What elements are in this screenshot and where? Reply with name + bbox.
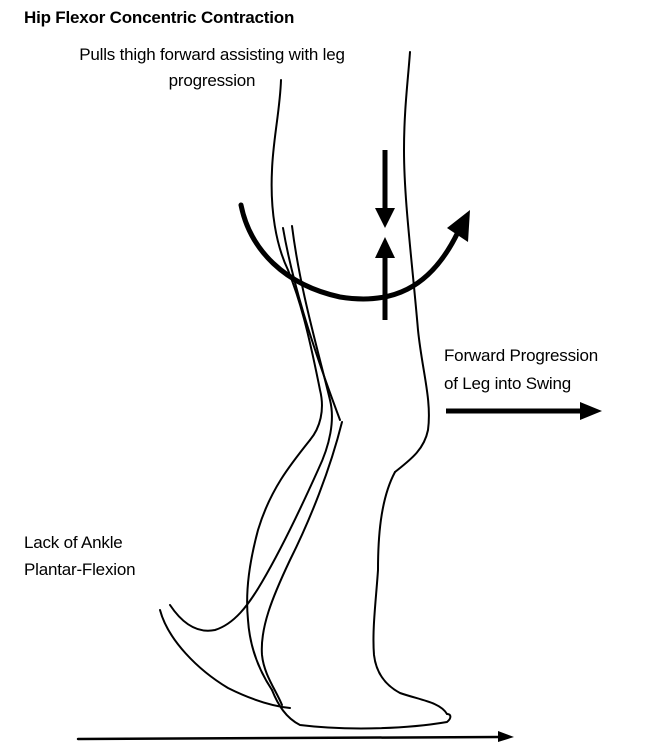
ankle-plantar-flexion-label: Lack of Ankle Plantar-Flexion (24, 529, 135, 583)
forward-progression-label: Forward Progression of Leg into Swing (444, 342, 598, 398)
arrow-right-icon (446, 402, 602, 420)
forward-label-line-1: Forward Progression (444, 342, 598, 370)
ankle-label-line-1: Lack of Ankle (24, 529, 135, 556)
rear-leg-outline (160, 226, 342, 708)
ankle-label-line-2: Plantar-Flexion (24, 556, 135, 583)
curved-arrow-icon (241, 205, 470, 299)
ground-arrow-icon (498, 731, 514, 742)
front-leg-outline (247, 52, 450, 728)
ground-line (78, 737, 500, 739)
forward-label-line-2: of Leg into Swing (444, 370, 598, 398)
